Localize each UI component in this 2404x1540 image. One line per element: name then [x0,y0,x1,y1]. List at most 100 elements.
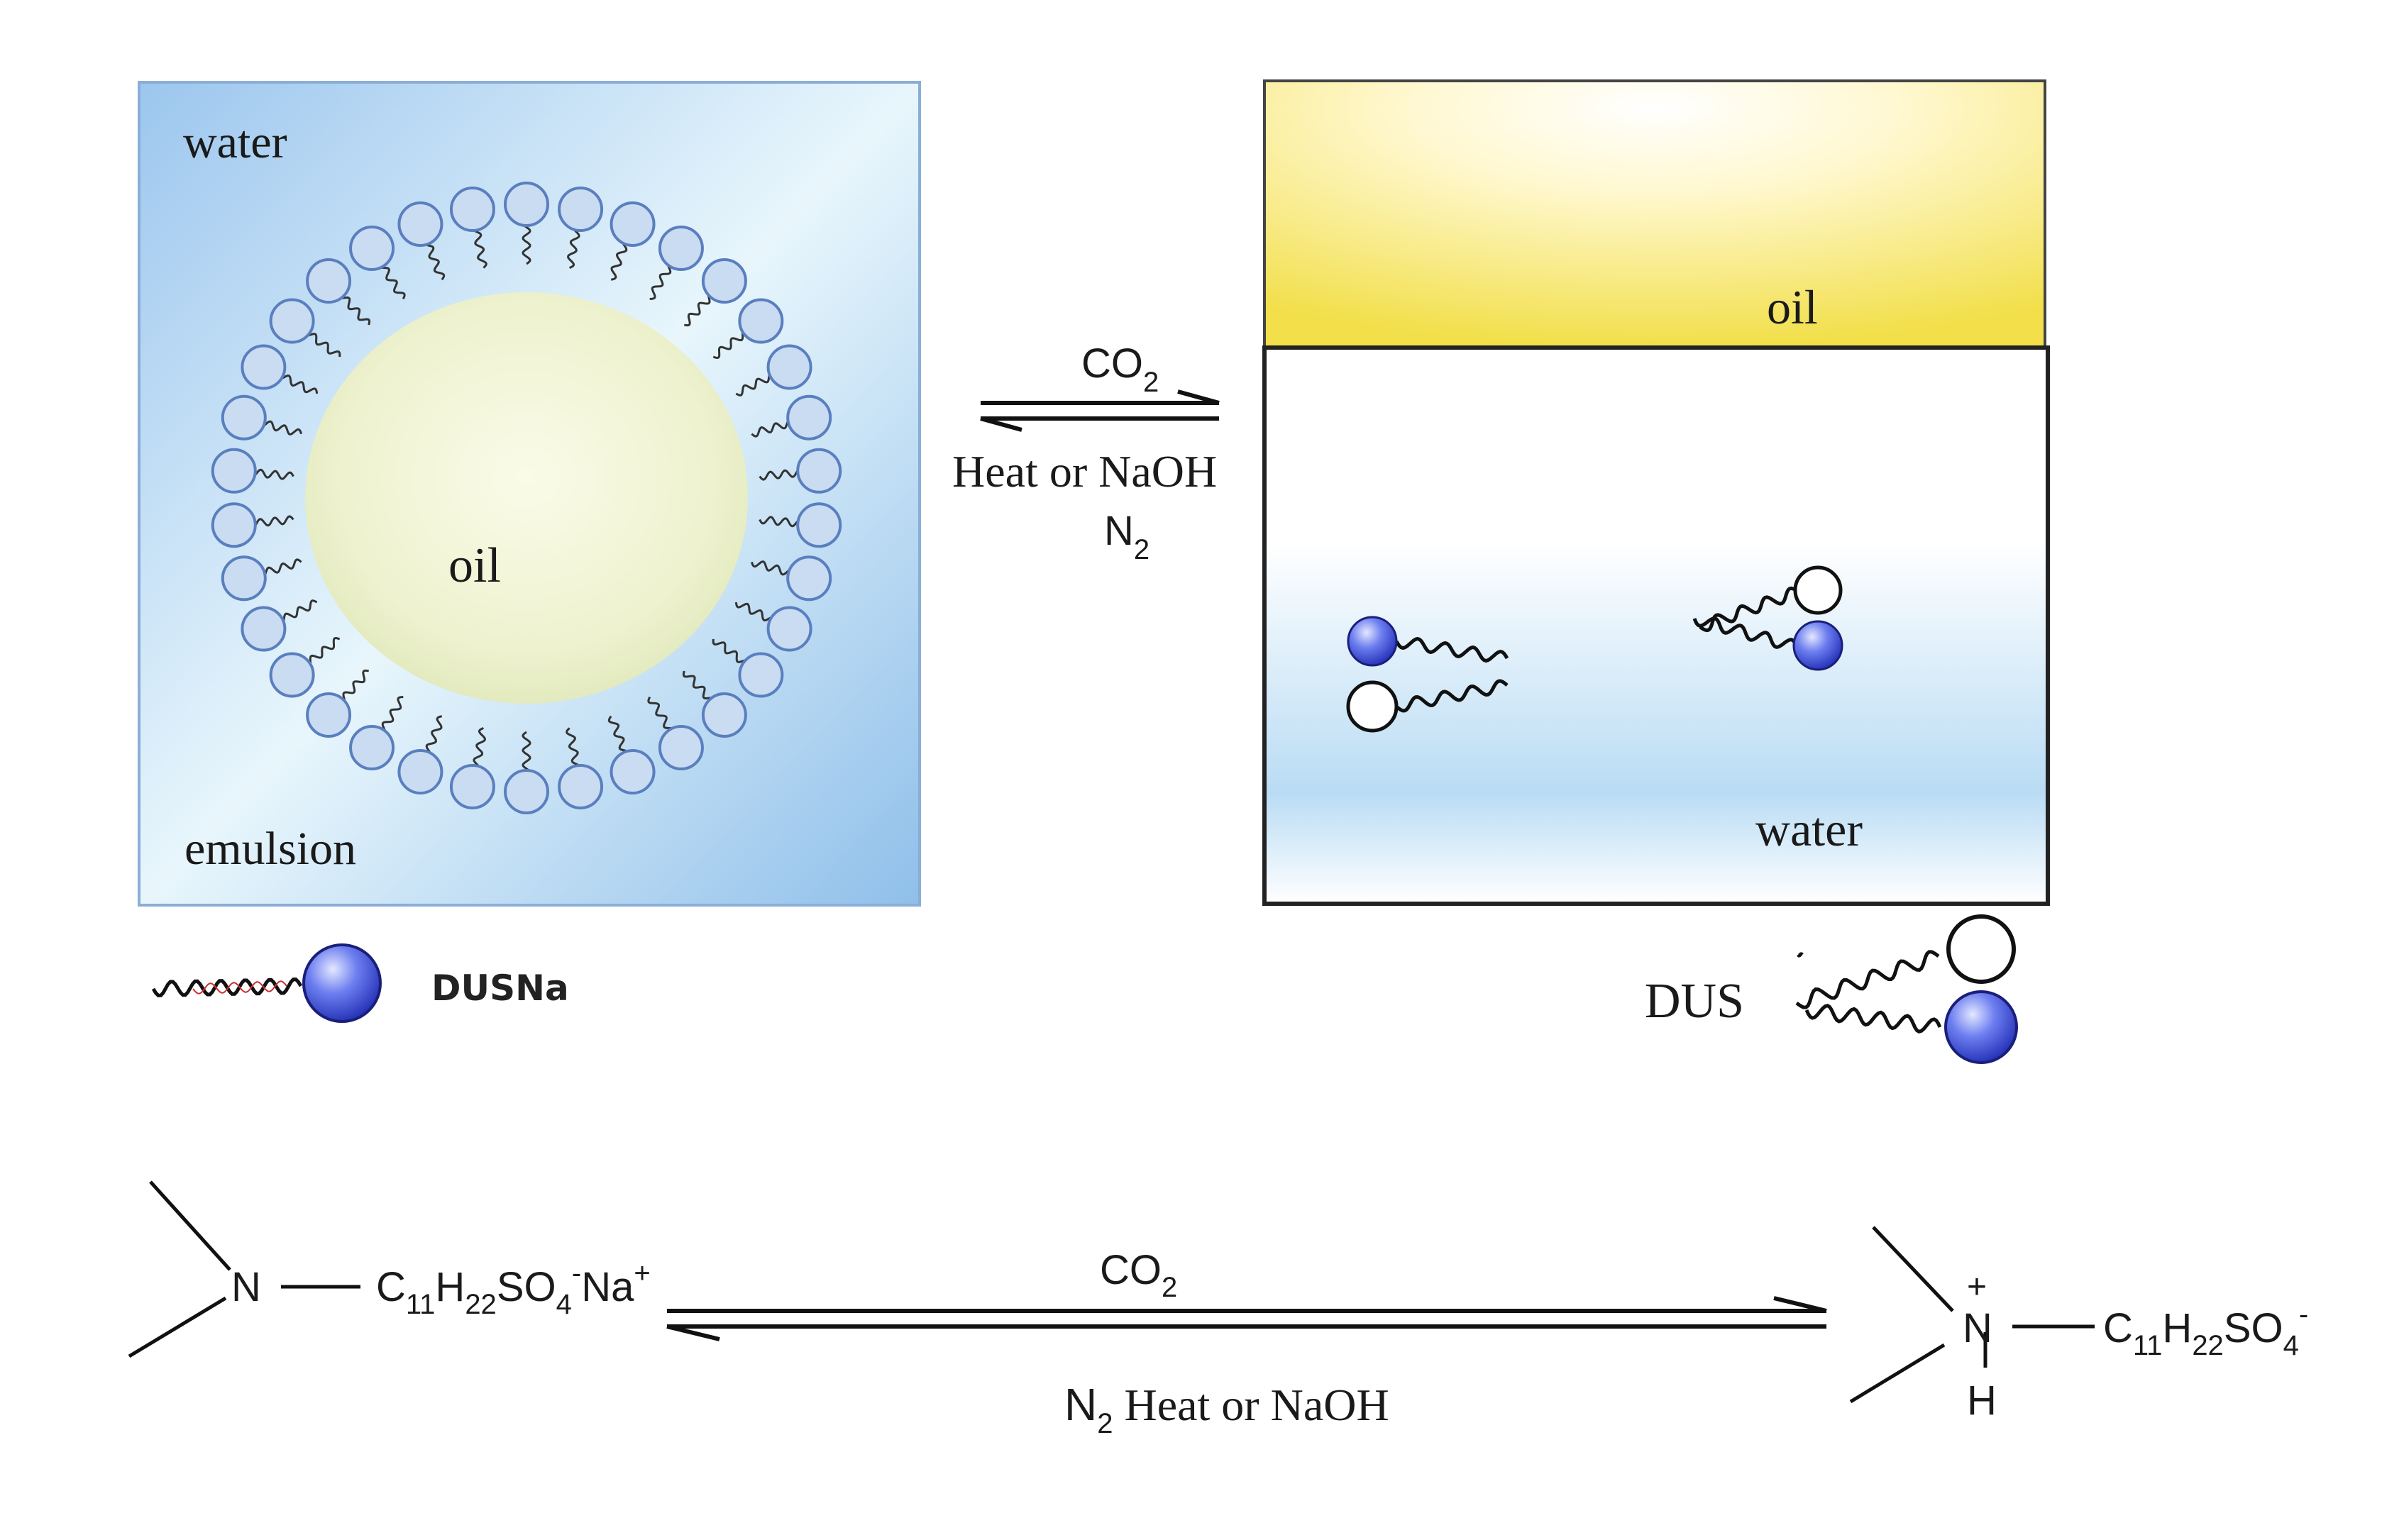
surfactant-tail [377,261,406,299]
surfactant-tail [338,669,369,705]
surfactant [211,448,294,494]
surfactant-tail [649,260,673,300]
surfactant [449,187,495,269]
surfactant-head [449,187,495,233]
dus-tail [1395,679,1509,713]
surfactant-head [397,201,443,247]
dus-legend-tail [1795,950,1940,1009]
surfactant-head [610,201,656,247]
surfactant [712,638,784,698]
surfactant-tail [607,715,631,758]
dusna-molecule-icon [151,943,382,1023]
upper-arrow-n2-label: N2 [1104,508,1149,565]
surfactant [751,394,832,441]
surfactant [750,555,832,602]
dus-molecule-icon [1795,914,2018,1064]
surfactant-tail [473,727,486,772]
dus-tail [1692,616,1799,649]
surfactant-head [221,394,267,441]
surfactant [221,555,302,602]
surfactant-tail [276,374,319,394]
surfactant [649,226,704,300]
surfactant-head [786,394,832,441]
oil-label-left: oil [448,538,501,593]
dus-blue-head [1792,620,1843,671]
surfactant [684,258,747,327]
surfactant-tail [712,328,749,360]
surfactant-tail [759,467,805,481]
dus-molecule-left [1346,616,1509,733]
right-hydrogen: H [1967,1378,1997,1424]
surfactant [735,344,812,397]
surfactant-tail [304,636,341,668]
oil-droplet [305,292,748,704]
left-nitrogen: N [231,1264,261,1310]
surfactant-head [211,502,257,548]
reaction-arrow-top-label: CO2 [1100,1247,1177,1303]
surfactant-tail [610,238,628,281]
surfactant-head [241,344,287,390]
reaction-equilibrium-arrow [666,1296,1827,1341]
surfactant-tail [682,670,716,704]
surfactant-head [558,187,604,233]
surfactant [504,731,549,814]
surfactant [241,599,318,652]
right-nitrogen: N [1963,1305,1992,1351]
surfactant [241,344,319,394]
surfactant-head [766,606,812,652]
dus-legend-blue-head [1944,990,2018,1064]
surfactant-head [349,724,395,770]
surfactant-head [766,344,812,390]
right-formula: C11H22SO4- [2103,1299,2308,1361]
dus-blue-head [1347,616,1398,667]
surfactant [269,636,341,698]
surfactant-tail [734,602,777,622]
surfactant [306,258,371,326]
surfactant [558,187,604,269]
surfactant-tail [258,558,302,578]
water-label-left: water [183,116,287,168]
surfactant-tail [522,218,531,265]
surfactant-tail [522,731,531,777]
dusna-label: DUSNa [431,968,569,1009]
surfactant [269,298,341,358]
surfactant-head [610,749,656,795]
surfactant-tail [248,515,294,528]
dusna-tail [151,977,303,997]
dus-tail [1394,636,1509,663]
surfactant-head [306,692,352,738]
surfactant-head [221,555,267,602]
surfactant-head [658,226,704,272]
surfactant [607,715,656,795]
surfactant [349,226,406,299]
surfactant [211,502,294,548]
water-layer [1262,345,2050,906]
surfactant-tail [337,292,371,326]
surfactant-tail [380,696,404,736]
dus-legend-white-head [1946,914,2016,984]
surfactant [306,669,369,738]
right-ammonium-structure [1849,1226,2095,1404]
surfactant [647,697,704,770]
surfactant-head [796,502,842,548]
surfactant-head [786,555,832,602]
surfactant [759,448,842,494]
surfactant-head [449,763,495,809]
surfactant [397,201,446,281]
oil-layer [1263,79,2046,349]
surfactant-tail [750,560,795,576]
surfactant-head [269,298,315,344]
surfactant-head [701,258,747,304]
surfactant-head [349,226,395,272]
surfactant [349,696,404,770]
surfactant-tail [647,697,676,735]
surfactant [682,670,747,738]
surfactant-head [504,182,549,227]
surfactant-head [558,763,604,809]
surfactant-tail [684,291,715,327]
dusna-head [302,943,382,1023]
left-amine-structure [128,1180,360,1358]
surfactant [759,502,842,548]
legend: DUSNa DUS [151,914,2018,1064]
